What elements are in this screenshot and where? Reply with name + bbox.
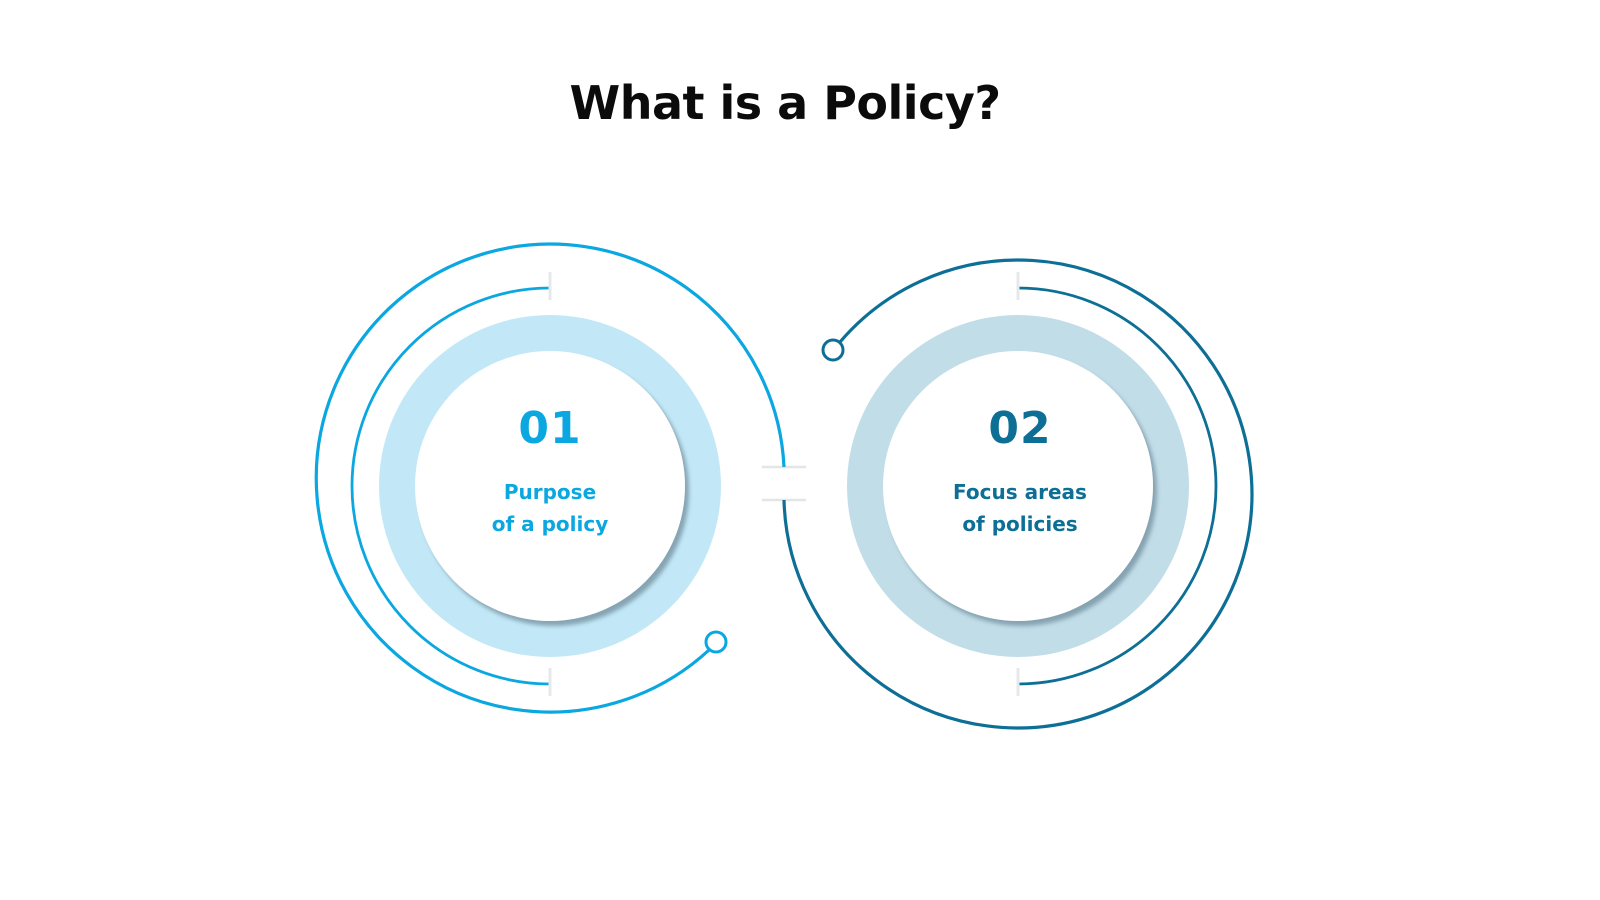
item-1-graphic [314,242,786,714]
item-2-outer-arc [782,258,1254,730]
item-2-graphic [782,258,1254,730]
item-2-label: 02 Focus areas of policies [890,404,1150,540]
item-1-label: 01 Purpose of a policy [420,404,680,540]
item-2-inner-arc [1017,286,1218,686]
item-2-description: Focus areas of policies [890,476,1150,540]
item-1-handle-icon [704,630,728,654]
item-1-inner-disc [415,351,685,621]
item-1-line-2: of a policy [491,512,609,536]
item-1-line-1: Purpose [503,480,597,504]
item-1-outer-arc [314,242,786,714]
item-2-handle-icon [821,338,845,362]
item-1-inner-arc [350,286,551,686]
page-title: What is a Policy? [569,76,1001,130]
item-2-inner-disc [883,351,1153,621]
item-1-number: 01 [518,403,582,454]
item-2-number: 02 [988,403,1052,454]
item-1-description: Purpose of a policy [420,476,680,540]
item-2-line-2: of policies [962,512,1078,536]
item-2-line-1: Focus areas [953,480,1087,504]
